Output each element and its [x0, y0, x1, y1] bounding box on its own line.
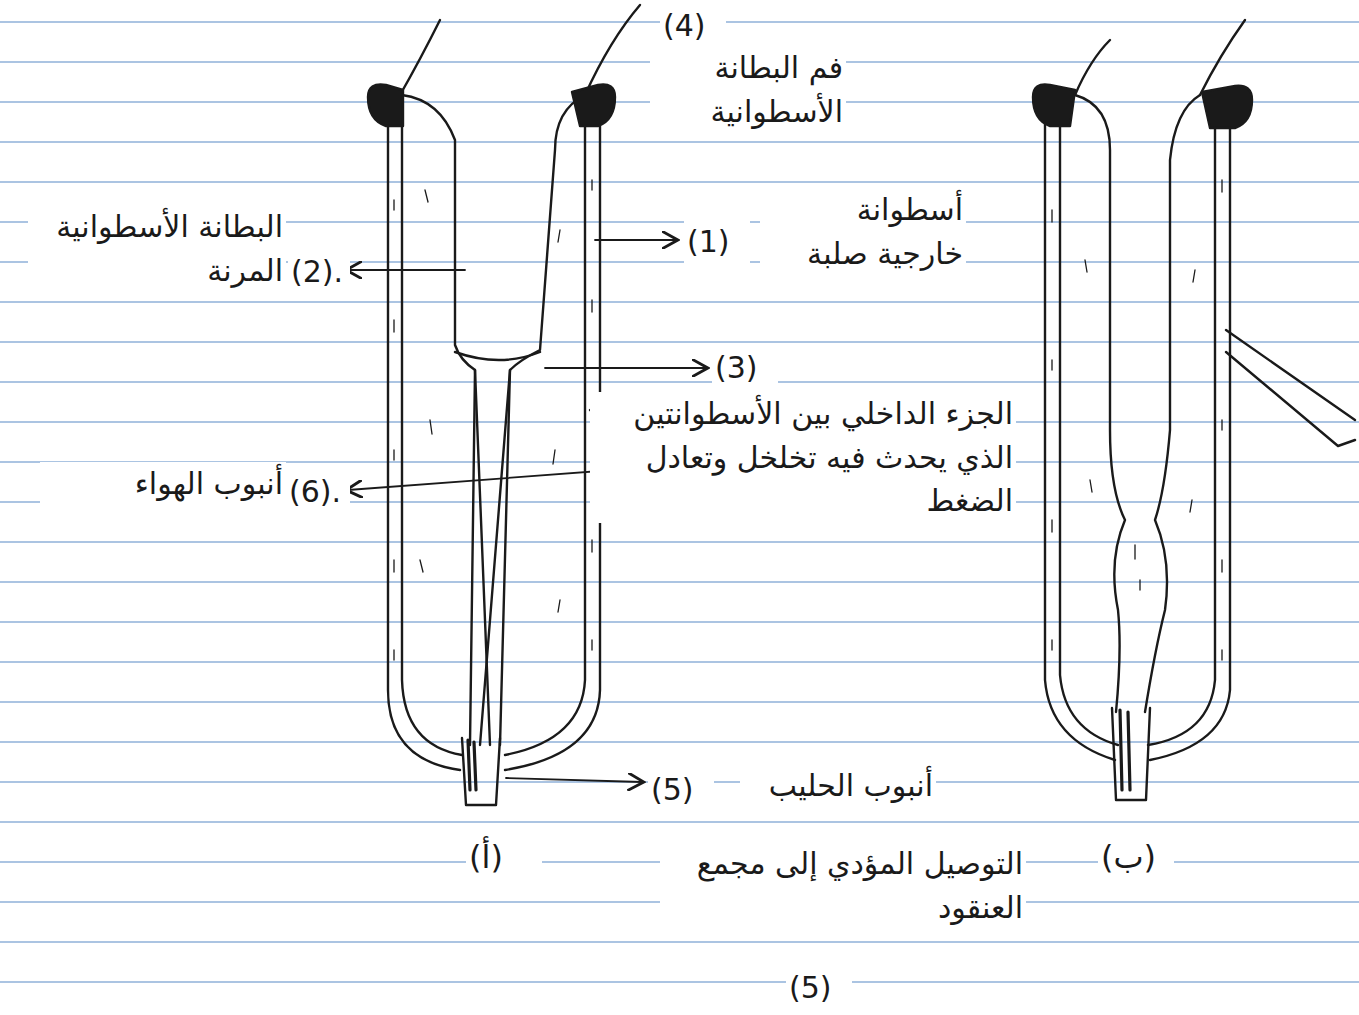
part-label: أنبوب الحليب — [740, 764, 936, 808]
part-label: البطانة الأسطوانية المرنة — [28, 205, 286, 292]
callout-number: (5) — [648, 768, 714, 812]
callout-number: (5) — [786, 966, 852, 1010]
callout-number: (أ) — [466, 834, 542, 880]
callout-number: (1) — [684, 220, 750, 264]
callout-number: (2). — [288, 250, 350, 294]
callout-number: (6). — [286, 470, 350, 514]
part-label: أنبوب الهواء — [40, 462, 286, 506]
callout-number: (4) — [660, 4, 726, 48]
callout-number: (3) — [712, 346, 778, 390]
part-label: التوصيل المؤدي إلى مجمع العنقود — [660, 842, 1026, 929]
part-label: أسطوانة خارجية صلبة — [760, 188, 966, 275]
leader-line — [595, 239, 676, 241]
part-label: فم البطانة الأسطوانية — [650, 46, 846, 133]
callout-number: (ب) — [1098, 834, 1174, 880]
part-label: الجزء الداخلي بين الأسطوانتين الذي يحدث … — [590, 392, 1016, 523]
outer-wall — [388, 110, 460, 770]
